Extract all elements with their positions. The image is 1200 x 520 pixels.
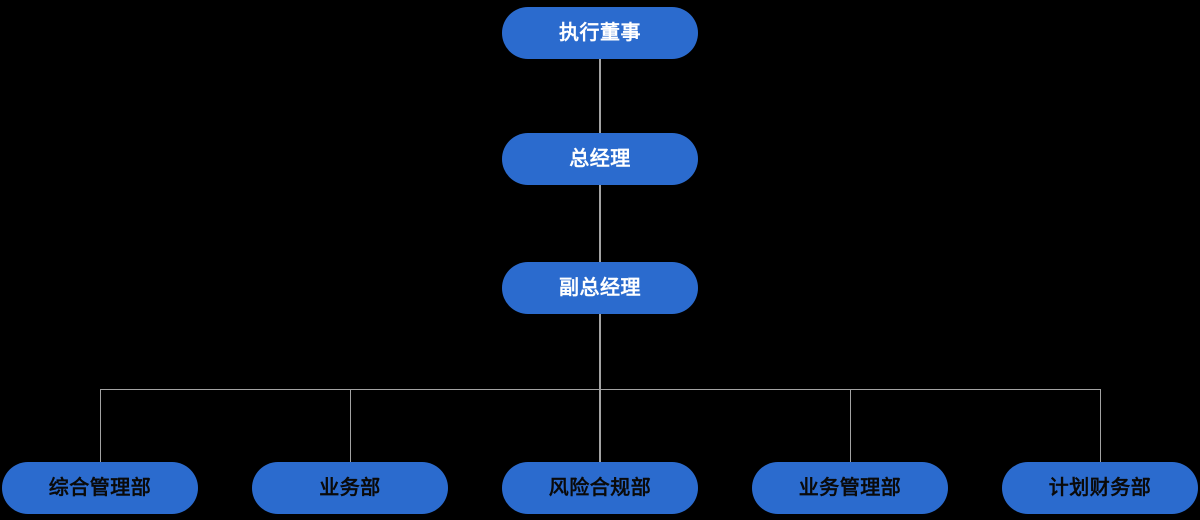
node-label-dept-business: 业务部 <box>319 477 381 499</box>
node-dept-business-management[interactable]: 业务管理部 <box>752 462 948 514</box>
connector-drop-dept-3 <box>599 389 601 462</box>
connector-drop-dept-5 <box>1100 389 1101 462</box>
node-label-dept-risk-compliance: 风险合规部 <box>548 477 652 499</box>
node-dept-comprehensive-management[interactable]: 综合管理部 <box>2 462 198 514</box>
connector-drop-dept-1 <box>100 389 101 462</box>
node-label-executive-director: 执行董事 <box>559 22 641 44</box>
node-label-dept-planning-finance: 计划财务部 <box>1048 477 1152 499</box>
node-dept-business[interactable]: 业务部 <box>252 462 448 514</box>
connector-drop-dept-2 <box>350 389 351 462</box>
connector-gm-to-deputy <box>599 185 601 262</box>
node-label-deputy-general-manager: 副总经理 <box>559 277 641 299</box>
node-label-dept-comprehensive-management: 综合管理部 <box>48 477 152 499</box>
node-dept-risk-compliance[interactable]: 风险合规部 <box>502 462 698 514</box>
connector-drop-dept-4 <box>850 389 851 462</box>
connector-deputy-to-rail <box>599 314 601 390</box>
connector-executive-to-gm <box>599 59 601 133</box>
node-label-dept-business-management: 业务管理部 <box>798 477 902 499</box>
node-general-manager[interactable]: 总经理 <box>502 133 698 185</box>
node-dept-planning-finance[interactable]: 计划财务部 <box>1002 462 1198 514</box>
node-deputy-general-manager[interactable]: 副总经理 <box>502 262 698 314</box>
node-executive-director[interactable]: 执行董事 <box>502 7 698 59</box>
node-label-general-manager: 总经理 <box>569 148 631 170</box>
